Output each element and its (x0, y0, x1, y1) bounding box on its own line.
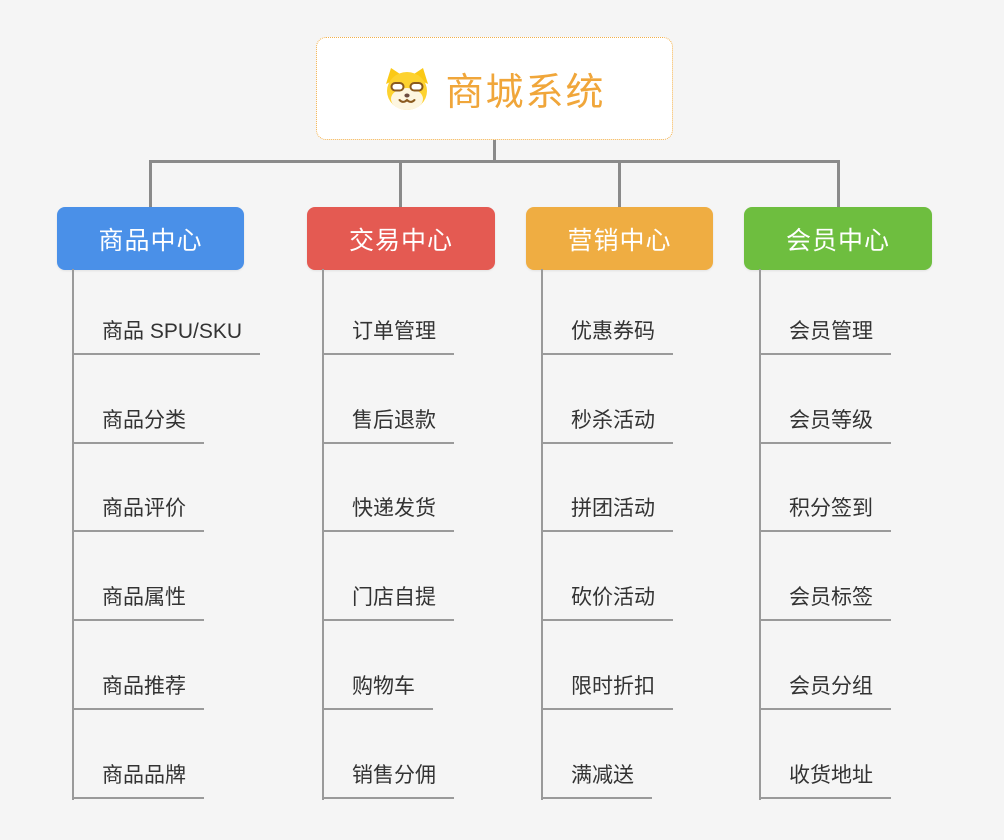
leaf-item[interactable]: 商品分类 (72, 404, 204, 444)
leaf-item[interactable]: 满减送 (541, 759, 652, 799)
root-title: 商城系统 (445, 72, 606, 114)
leaf-item[interactable]: 售后退款 (322, 404, 454, 444)
leaf-item[interactable]: 快递发货 (322, 492, 454, 532)
leaf-item[interactable]: 秒杀活动 (541, 404, 673, 444)
leaf-item[interactable]: 商品推荐 (72, 670, 204, 710)
leaf-item[interactable]: 商品品牌 (72, 759, 204, 799)
branch-spine (72, 269, 74, 800)
connector-bus (149, 160, 840, 163)
branch-header-marketing[interactable]: 营销中心 (526, 207, 713, 270)
branch-spine (541, 269, 543, 800)
branch-spine (759, 269, 761, 800)
leaf-item[interactable]: 门店自提 (322, 581, 454, 621)
leaf-item[interactable]: 砍价活动 (541, 581, 673, 621)
branch-header-member[interactable]: 会员中心 (744, 207, 932, 270)
leaf-item[interactable]: 订单管理 (322, 315, 454, 355)
leaf-item[interactable]: 会员管理 (759, 315, 891, 355)
leaf-item[interactable]: 商品评价 (72, 492, 204, 532)
branch-header-product[interactable]: 商品中心 (57, 207, 244, 270)
branch-marketing: 营销中心 优惠券码 秒杀活动 拼团活动 砍价活动 限时折扣 满减送 (526, 207, 786, 817)
leaf-item[interactable]: 销售分佣 (322, 759, 454, 799)
leaf-item[interactable]: 商品属性 (72, 581, 204, 621)
connector-stub-member (837, 160, 840, 208)
leaf-item[interactable]: 优惠券码 (541, 315, 673, 355)
branch-spine (322, 269, 324, 800)
doge-icon (386, 67, 429, 110)
branch-trade: 交易中心 订单管理 售后退款 快递发货 门店自提 购物车 销售分佣 (307, 207, 567, 817)
leaf-item[interactable]: 限时折扣 (541, 670, 673, 710)
branch-member: 会员中心 会员管理 会员等级 积分签到 会员标签 会员分组 收货地址 (744, 207, 1004, 817)
leaf-item[interactable]: 会员分组 (759, 670, 891, 710)
leaf-item[interactable]: 购物车 (322, 670, 433, 710)
connector-stub-trade (399, 160, 402, 208)
connector-stub-marketing (618, 160, 621, 208)
leaf-item[interactable]: 积分签到 (759, 492, 891, 532)
connector-trunk (493, 140, 496, 162)
leaf-item[interactable]: 商品 SPU/SKU (72, 315, 261, 355)
branch-product: 商品中心 商品 SPU/SKU 商品分类 商品评价 商品属性 商品推荐 商品品牌 (57, 207, 317, 817)
leaf-item[interactable]: 拼团活动 (541, 492, 673, 532)
connector-stub-product (149, 160, 152, 208)
root-node[interactable]: 商城系统 (316, 37, 673, 140)
leaf-item[interactable]: 会员标签 (759, 581, 891, 621)
leaf-item[interactable]: 收货地址 (759, 759, 891, 799)
branch-header-trade[interactable]: 交易中心 (307, 207, 495, 270)
leaf-item[interactable]: 会员等级 (759, 404, 891, 444)
